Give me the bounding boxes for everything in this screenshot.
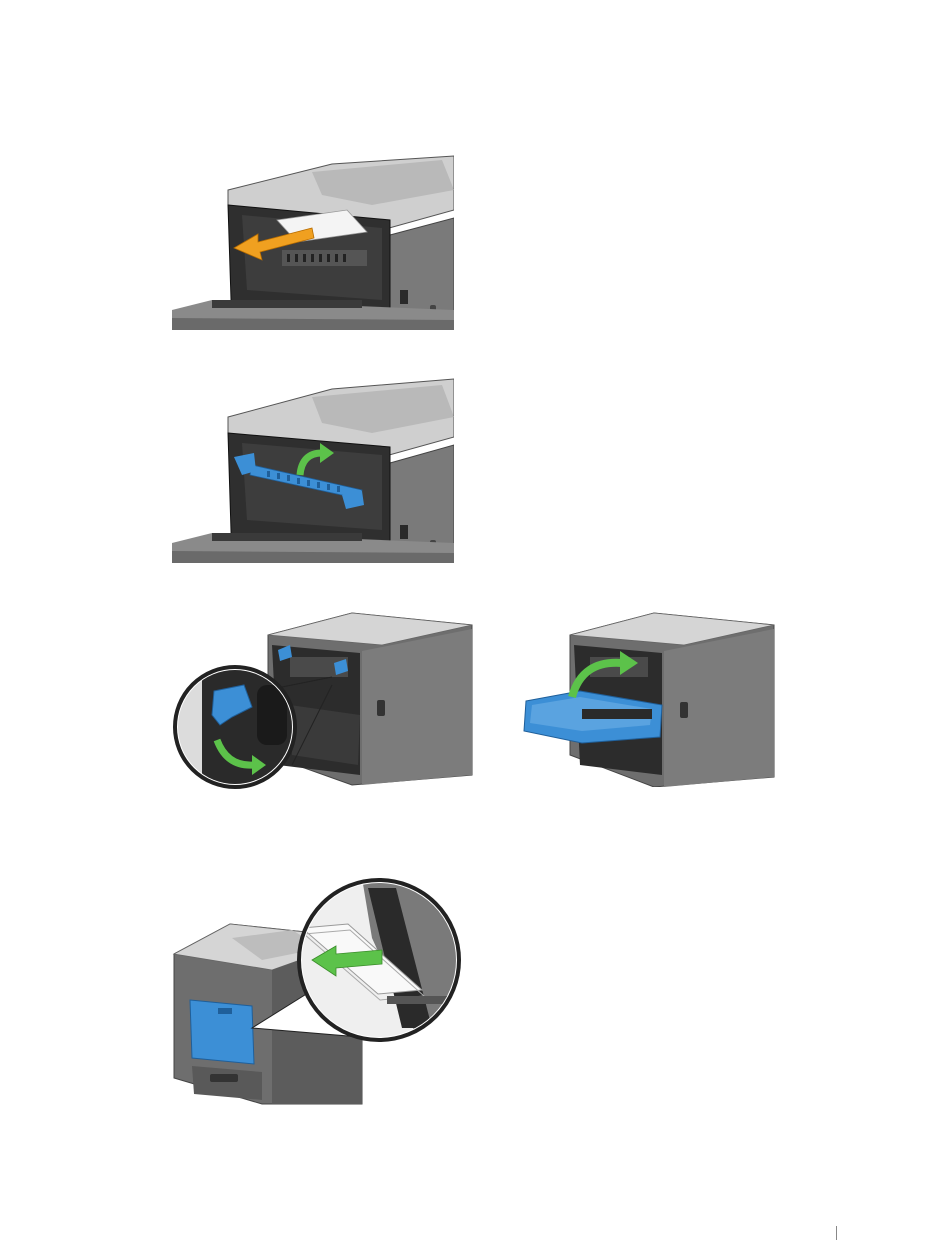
lower-fuser-lever-illustration <box>172 375 454 563</box>
close-rear-cover-illustration <box>522 605 776 787</box>
rotate-lever-detail-illustration <box>172 605 474 791</box>
page-footer-rule <box>836 1226 837 1240</box>
pull-jammed-paper-illustration <box>172 150 454 330</box>
insert-paper-mpf-illustration <box>172 878 464 1106</box>
